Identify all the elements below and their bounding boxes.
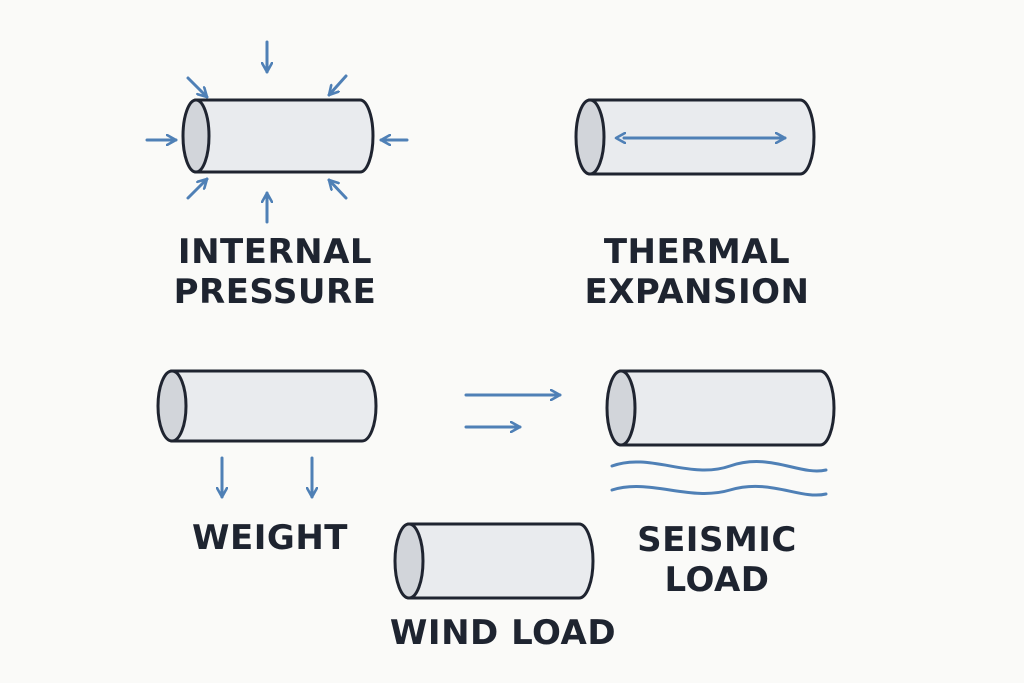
pressure-arrow-bottom-left bbox=[186, 177, 209, 200]
internal-pressure-pipe bbox=[181, 98, 375, 174]
thermal-expansion-label-line2: EXPANSION bbox=[584, 272, 810, 312]
internal-pressure-label-line1: INTERNAL bbox=[177, 232, 373, 272]
wind-load-pipe bbox=[393, 522, 595, 600]
weight-arrows bbox=[222, 456, 312, 499]
pressure-arrow-bottom-right bbox=[327, 178, 348, 200]
seismic-load-label: SEISMIC LOAD bbox=[617, 520, 817, 600]
pressure-arrow-top-right bbox=[327, 74, 348, 97]
seismic-load-pipe bbox=[605, 369, 836, 447]
seismic-load-label-line1: SEISMIC bbox=[637, 520, 797, 560]
weight-label: WEIGHT bbox=[170, 518, 370, 558]
internal-pressure-label-line2: PRESSURE bbox=[173, 272, 377, 312]
wind-arrows bbox=[464, 395, 562, 427]
seismic-load-label-line2: LOAD bbox=[664, 560, 770, 600]
internal-pressure-arrows bbox=[145, 40, 409, 224]
seismic-wave-upper bbox=[610, 460, 828, 473]
wind-load-label: WIND LOAD bbox=[378, 613, 628, 653]
internal-pressure-label: INTERNAL PRESSURE bbox=[155, 232, 395, 312]
weight-pipe bbox=[156, 369, 378, 443]
wind-load-label-text: WIND LOAD bbox=[389, 613, 617, 653]
thermal-expansion-label-line1: THERMAL bbox=[603, 232, 791, 272]
seismic-wave-lower bbox=[610, 484, 828, 497]
weight-label-text: WEIGHT bbox=[192, 518, 348, 558]
seismic-waves bbox=[610, 460, 828, 497]
pressure-arrow-top-left bbox=[186, 76, 209, 99]
thermal-expansion-label: THERMAL EXPANSION bbox=[567, 232, 827, 312]
